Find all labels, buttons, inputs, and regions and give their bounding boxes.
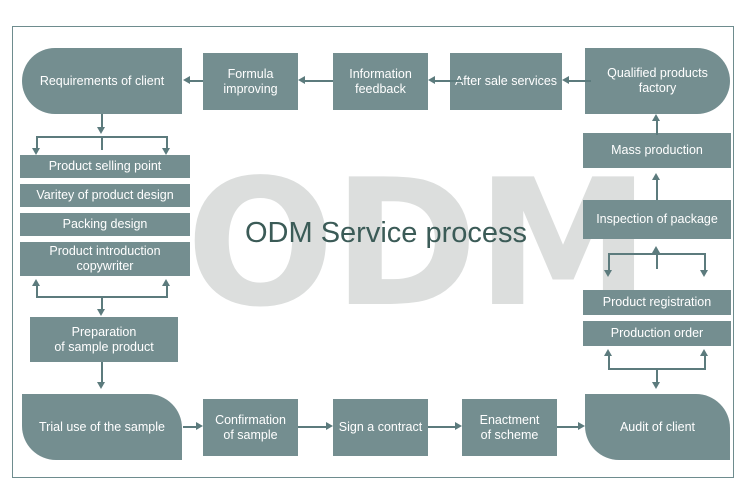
- connector-registration-right-leg: [704, 253, 706, 272]
- connector-preparation-to-trial: [101, 362, 103, 384]
- arrowhead-to-inspection: [652, 246, 660, 253]
- arrowhead-to-preparation: [97, 309, 105, 316]
- connector-order-right-leg: [704, 356, 706, 370]
- arrowhead-requirements-center: [97, 127, 105, 134]
- arrowhead-registration-right: [700, 270, 708, 277]
- node-sign-a-contract[interactable]: Sign a contract: [333, 399, 428, 456]
- node-qualified-products-factory[interactable]: Qualified products factory: [585, 48, 730, 114]
- arrowhead-to-audit: [578, 422, 585, 430]
- connector-copywriter-right-leg: [166, 286, 168, 298]
- connector-registration-left-leg: [608, 253, 610, 272]
- connector-factory-to-aftersale: [569, 80, 591, 82]
- node-inspection-of-package[interactable]: Inspection of package: [583, 200, 731, 239]
- arrowhead-to-aftersale: [562, 76, 569, 84]
- page-title: ODM Service process: [244, 217, 527, 249]
- connector-inspection-to-mass: [656, 180, 658, 200]
- connector-order-left-leg: [608, 356, 610, 370]
- arrowhead-copywriter-left: [32, 279, 40, 286]
- arrowhead-to-confirmation: [196, 422, 203, 430]
- arrowhead-to-feedback: [428, 76, 435, 84]
- arrowhead-order-left: [604, 349, 612, 356]
- node-audit-of-client[interactable]: Audit of client: [585, 394, 730, 460]
- connector-confirmation-to-sign: [298, 426, 326, 428]
- arrowhead-to-requirements: [183, 76, 190, 84]
- node-trial-use-of-the-sample[interactable]: Trial use of the sample: [22, 394, 182, 460]
- connector-bracket-to-inspection: [656, 253, 658, 269]
- connector-bracket-center-leg: [101, 136, 103, 150]
- arrowhead-to-formula: [298, 76, 305, 84]
- node-after-sale-services[interactable]: After sale services: [450, 53, 562, 110]
- connector-copywriter-left-leg: [36, 286, 38, 298]
- node-production-order[interactable]: Production order: [583, 321, 731, 346]
- arrowhead-to-factory: [652, 114, 660, 121]
- node-varitey-of-product-design[interactable]: Varitey of product design: [20, 184, 190, 207]
- node-product-registration[interactable]: Product registration: [583, 290, 731, 315]
- arrowhead-registration-left: [604, 270, 612, 277]
- connector-enactment-to-audit: [557, 426, 578, 428]
- arrowhead-bracket-left: [32, 148, 40, 155]
- arrowhead-bracket-right: [162, 148, 170, 155]
- connector-requirements-down: [101, 114, 103, 129]
- arrowhead-to-sign-contract: [326, 422, 333, 430]
- connector-bracket-left-leg: [36, 136, 38, 150]
- connector-registration-bracket: [608, 253, 706, 255]
- connector-bracket-to-preparation: [101, 296, 103, 311]
- connector-aftersale-to-feedback: [435, 80, 462, 82]
- node-preparation-of-sample-product[interactable]: Preparation of sample product: [30, 317, 178, 362]
- arrowhead-to-trial-use: [97, 382, 105, 389]
- connector-audit-to-order: [656, 368, 658, 384]
- arrowhead-copywriter-right: [162, 279, 170, 286]
- node-mass-production[interactable]: Mass production: [583, 133, 731, 168]
- node-information-feedback[interactable]: Information feedback: [333, 53, 428, 110]
- odm-watermark: ODM: [186, 143, 650, 346]
- node-confirmation-of-sample[interactable]: Confirmation of sample: [203, 399, 298, 456]
- arrowhead-order-right: [700, 349, 708, 356]
- node-product-introduction-copywriter[interactable]: Product introduction copywriter: [20, 242, 190, 276]
- connector-sign-to-enactment: [428, 426, 455, 428]
- node-enactment-of-scheme[interactable]: Enactment of scheme: [462, 399, 557, 456]
- connector-feedback-to-formula: [305, 80, 333, 82]
- node-product-selling-point[interactable]: Product selling point: [20, 155, 190, 178]
- node-packing-design[interactable]: Packing design: [20, 213, 190, 236]
- connector-trial-to-confirmation: [183, 426, 196, 428]
- node-formula-improving[interactable]: Formula improving: [203, 53, 298, 110]
- node-requirements-of-client[interactable]: Requirements of client: [22, 48, 182, 114]
- arrowhead-to-mass-production: [652, 173, 660, 180]
- arrowhead-to-audit-of-client: [652, 382, 660, 389]
- connector-mass-to-factory: [656, 121, 658, 135]
- connector-formula-to-requirements: [190, 80, 203, 82]
- connector-bracket-right-leg: [166, 136, 168, 150]
- arrowhead-to-enactment: [455, 422, 462, 430]
